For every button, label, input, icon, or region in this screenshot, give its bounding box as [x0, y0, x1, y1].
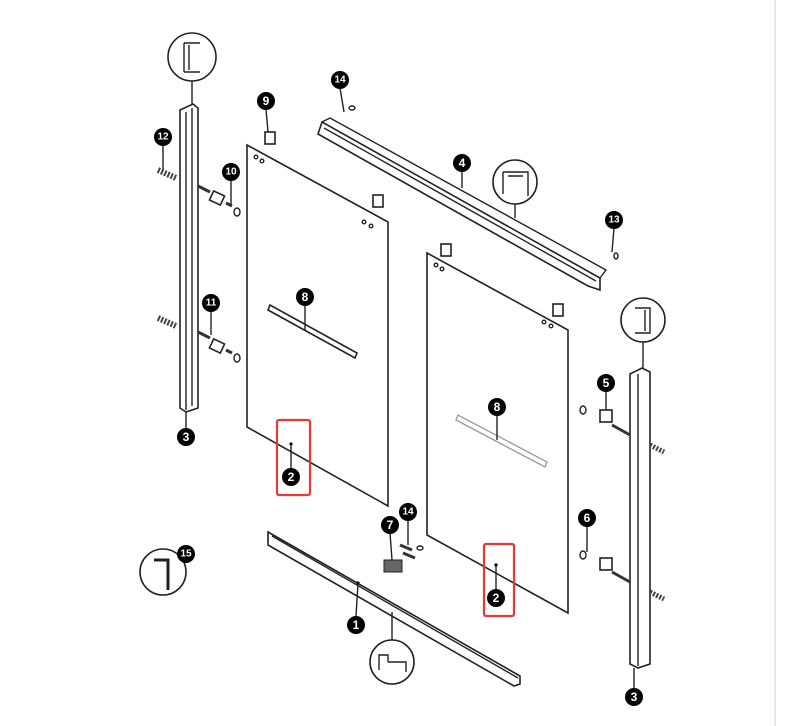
right-glass-panel [426, 243, 569, 618]
left-highlight-box [275, 418, 312, 497]
callout-15: 15 [177, 545, 195, 563]
svg-text:3: 3 [631, 690, 638, 704]
svg-text:4: 4 [459, 156, 466, 170]
callout-10: 10 [222, 163, 240, 181]
callout-7: 7 [381, 516, 399, 534]
callout-1: 1 [347, 616, 365, 634]
svg-text:11: 11 [206, 298, 217, 309]
callout-8-right: 8 [488, 398, 506, 416]
svg-text:3: 3 [183, 430, 190, 444]
svg-text:2: 2 [288, 470, 295, 484]
svg-text:10: 10 [225, 167, 237, 178]
callout-4: 4 [453, 154, 471, 172]
right-post [579, 297, 666, 688]
callout-14-top: 14 [331, 71, 349, 89]
callout-5: 5 [597, 374, 615, 392]
top-rail [317, 87, 619, 292]
right-handle [455, 414, 548, 468]
callout-13: 13 [605, 211, 623, 229]
svg-text:13: 13 [608, 215, 620, 226]
svg-text:1: 1 [353, 618, 360, 632]
svg-text:12: 12 [157, 132, 169, 143]
svg-text:9: 9 [263, 94, 270, 108]
svg-text:14: 14 [334, 75, 346, 86]
svg-text:2: 2 [493, 591, 500, 605]
svg-text:6: 6 [584, 511, 591, 525]
callout-9: 9 [257, 92, 275, 110]
callout-12: 12 [154, 128, 172, 146]
callout-8-left: 8 [296, 288, 314, 306]
guide-parts [383, 520, 424, 573]
callout-14-bottom: 14 [399, 503, 417, 521]
hex-key [139, 548, 187, 596]
svg-text:5: 5 [603, 376, 610, 390]
svg-text:14: 14 [402, 507, 414, 518]
left-post [167, 32, 217, 428]
callout-3-right: 3 [625, 688, 643, 706]
left-glass-panel [246, 108, 389, 508]
left-fixings [156, 145, 241, 363]
left-handle [266, 303, 359, 360]
svg-text:15: 15 [180, 549, 192, 560]
callout-11: 11 [202, 294, 220, 312]
callout-6: 6 [578, 509, 596, 527]
svg-text:8: 8 [494, 400, 501, 414]
right-highlight-box [482, 542, 516, 618]
svg-text:8: 8 [302, 290, 309, 304]
callout-2-right: 2 [487, 589, 505, 607]
callout-2-left: 2 [282, 468, 300, 486]
bottom-rail [267, 530, 521, 687]
callout-3-left: 3 [177, 428, 195, 446]
svg-text:7: 7 [387, 518, 394, 532]
